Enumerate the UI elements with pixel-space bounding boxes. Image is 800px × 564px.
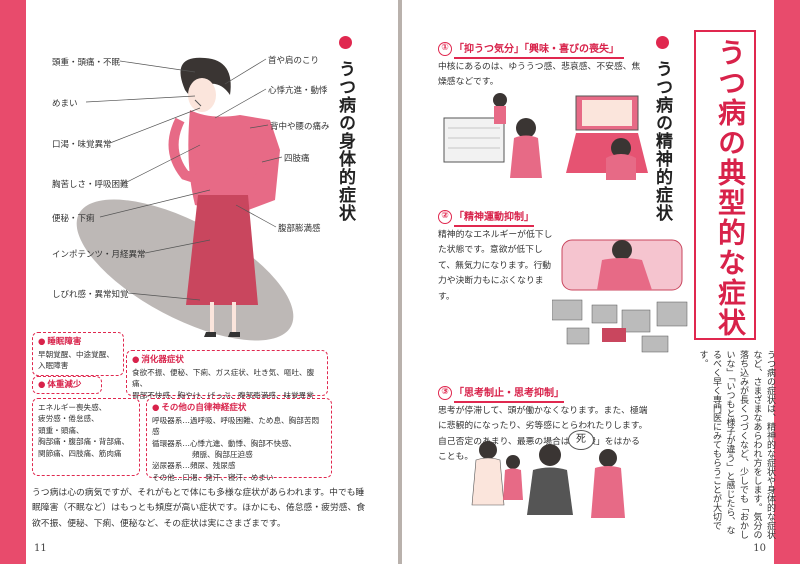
page-number-right: 10: [753, 543, 766, 554]
callout-chest: 胸苦しさ・呼吸困難: [52, 180, 129, 190]
section-3-title: ③「思考制止・思考抑制」: [438, 384, 564, 400]
callout-dry-mouth: 口渇・味覚異常: [52, 140, 112, 150]
section-2-title: ②「精神運動抑制」: [438, 208, 534, 224]
digestive-box: 消化器症状 食欲不振、便秘、下痢、ガス症状、吐き気、嘔吐、腹痛、 胃部不快感、胸…: [126, 350, 328, 400]
general-symptoms-box: エネルギー喪失感、 疲労感・倦怠感、 頭重・頭痛、 胸部痛・腹部痛・背部痛、 関…: [32, 398, 140, 476]
body-shadow: [76, 199, 294, 341]
callout-bloating: 腹部膨満感: [278, 224, 321, 234]
section-2-underline: [454, 225, 534, 227]
callout-impotence: インポテンツ・月経異常: [52, 250, 146, 260]
left-page: うつ病の身体的症状 頭重・頭痛・不眠 めまい 口渇・味覚異常 胸苦しさ・呼吸困難…: [0, 0, 398, 564]
physical-symptoms-heading: うつ病の身体的症状: [333, 36, 358, 222]
section-2-illustration: [552, 239, 688, 353]
red-bullet-icon: [338, 36, 352, 49]
callout-palpitation: 心悸亢進・動悸: [268, 86, 328, 96]
section-1-title: ①「抑うつ気分」「興味・喜びの喪失」: [438, 40, 619, 56]
section-1-illustration: [443, 93, 648, 180]
big-title: うつ病の典型的な症状: [714, 38, 747, 338]
physical-paragraph: うつ病は心の病気ですが、それがもとで体にも多様な症状があらわれます。中でも睡眠障…: [32, 488, 366, 529]
callout-back-pain: 背中や腰の痛み: [270, 122, 330, 132]
callout-numbness: しびれ感・異常知覚: [52, 290, 129, 300]
section-1-text: 中核にあるのは、ゆううつ感、悲哀感、不安感、焦燥感などです。: [438, 62, 641, 88]
red-bullet-icon: [655, 36, 669, 49]
callout-headache: 頭重・頭痛・不眠: [52, 58, 121, 68]
callout-shoulder: 首や肩のこり: [268, 56, 320, 66]
mental-symptoms-heading: うつ病の精神的症状: [650, 36, 675, 222]
woman-illustration: [168, 57, 280, 337]
book-spine: [398, 0, 402, 564]
page-number-left: 11: [34, 543, 47, 554]
callout-dizziness: めまい: [52, 99, 78, 109]
section-3-text: 思考が停滞して、頭が働かなくなります。また、極端に悲観的になったり、劣等感にとら…: [438, 406, 648, 463]
right-page: うつ病の典型的な症状 うつ病の精神的症状 ①「抑うつ気分」「興味・喜びの喪失」 …: [402, 0, 800, 564]
weight-loss-box: 体重減少: [32, 376, 102, 394]
section-2-text: 精神的なエネルギーが低下した状態です。意欲が低下して、無気力になります。行動力や…: [438, 230, 553, 302]
leader-lines: [85, 58, 283, 301]
autonomic-box: その他の自律神経症状 呼吸器系…過呼吸、呼吸困難、ため息、胸部苦悶感 循環器系……: [146, 398, 332, 482]
callout-constipation: 便秘・下痢: [52, 214, 95, 224]
left-pink-band: [0, 0, 26, 564]
section-3-illustration: [471, 441, 625, 518]
section-1-underline: [454, 57, 624, 59]
big-title-box: うつ病の典型的な症状: [694, 30, 756, 340]
callout-limb-pain: 四肢痛: [284, 154, 310, 164]
right-pink-band: [774, 0, 800, 564]
sleep-disorder-box: 睡眠障害 早朝覚醒、中途覚醒、 入眠障害: [32, 332, 124, 376]
side-summary-text: うつ病の症状は、精神的な症状や身体的な症状など、さまざまなあらわれ方をします。気…: [697, 350, 776, 539]
death-thought-bubble: 死: [568, 430, 594, 450]
section-3-underline: [454, 401, 564, 403]
